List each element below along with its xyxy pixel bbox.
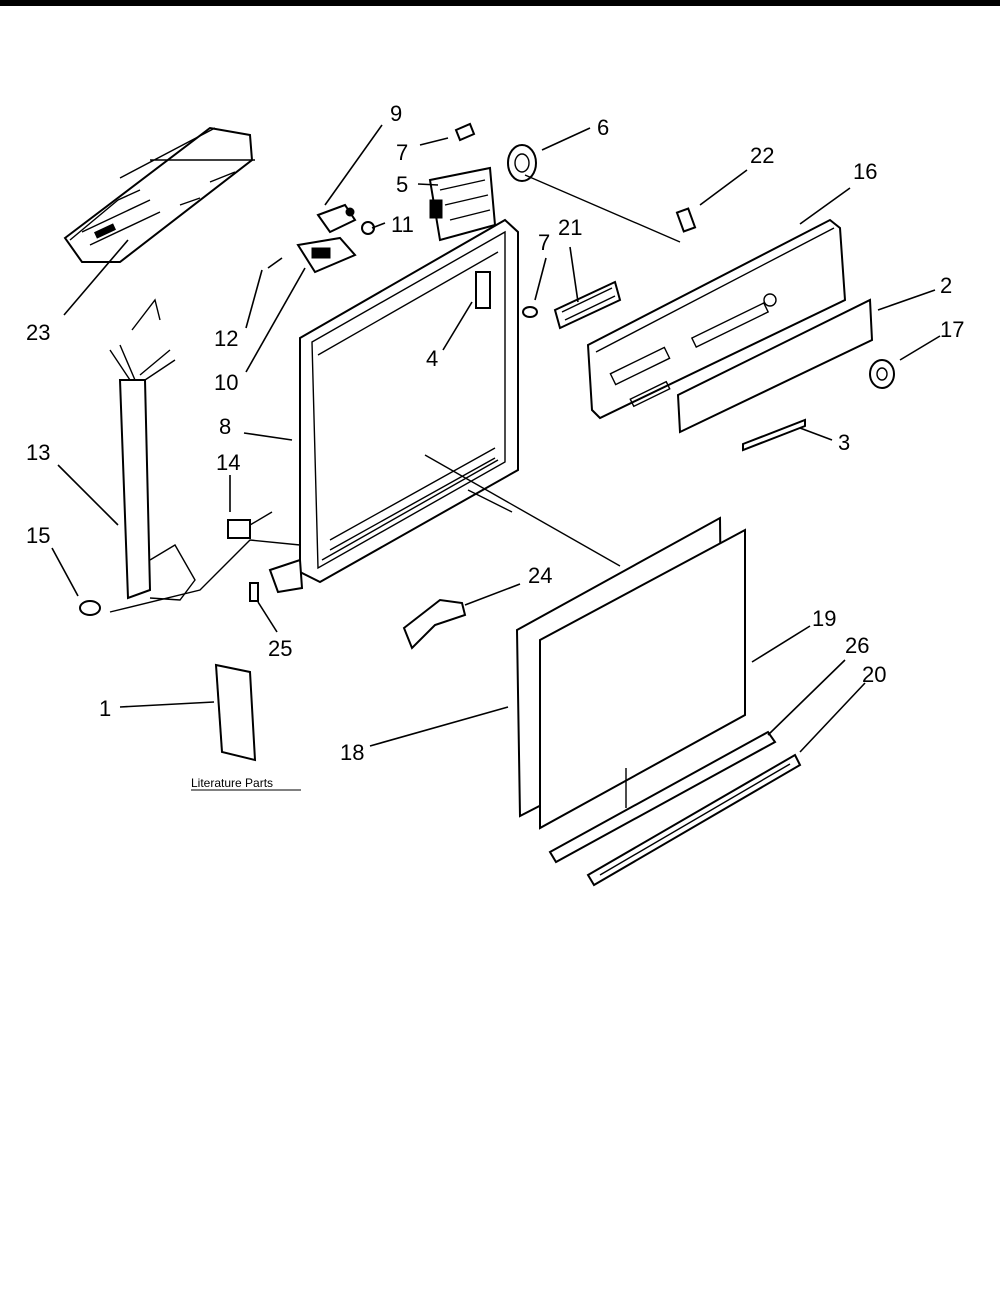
callout-8: 8 — [219, 414, 231, 439]
callout-11: 11 — [391, 212, 414, 237]
part-3-strip — [742, 418, 806, 452]
part-6-knob — [507, 144, 537, 182]
callout-9: 9 — [390, 101, 402, 126]
literature-parts-label: Literature Parts — [191, 776, 273, 790]
callout-1: 1 — [99, 696, 111, 721]
part-12-screw — [267, 257, 283, 269]
callout-22: 22 — [750, 143, 774, 168]
top-border — [0, 0, 1000, 6]
part-23-vent-assembly — [63, 126, 255, 263]
callout-10: 10 — [214, 370, 238, 395]
part-10-bracket — [296, 236, 357, 274]
part-13-wire-harness — [109, 298, 301, 613]
callout-25: 25 — [268, 636, 292, 661]
callout-7-mid: 7 — [538, 230, 550, 255]
part-14-switch — [227, 511, 273, 539]
callout-5: 5 — [396, 172, 408, 197]
callout-18: 18 — [340, 740, 364, 765]
callout-15: 15 — [26, 523, 50, 548]
part-7-screw-top — [454, 122, 476, 142]
part-21-module — [553, 280, 622, 330]
callout-19: 19 — [812, 606, 836, 631]
callout-3: 3 — [838, 430, 850, 455]
part-8-inner-door — [268, 218, 519, 594]
part-5-latch — [428, 166, 497, 242]
part-2-overlay — [676, 298, 874, 434]
part-15-clip — [79, 600, 101, 616]
part-25-screw — [249, 582, 259, 602]
callout-12: 12 — [214, 326, 238, 351]
callout-7-top: 7 — [396, 140, 408, 165]
part-24-handle — [402, 598, 467, 650]
callout-17: 17 — [940, 317, 964, 342]
callout-4: 4 — [426, 346, 438, 371]
callout-24: 24 — [528, 563, 552, 588]
part-16-control-panel — [586, 218, 847, 420]
callout-14: 14 — [216, 450, 240, 475]
part-9-hinge — [316, 203, 357, 234]
callout-23: 23 — [26, 320, 50, 345]
callout-16: 16 — [853, 159, 877, 184]
callout-6: 6 — [597, 115, 609, 140]
callout-13: 13 — [26, 440, 50, 465]
callout-2: 2 — [940, 273, 952, 298]
part-26-trim — [548, 730, 777, 864]
callout-26: 26 — [845, 633, 869, 658]
part-4-strike — [475, 271, 491, 309]
callout-21: 21 — [558, 215, 582, 240]
part-7-screw-mid — [522, 306, 538, 318]
part-17-knob — [869, 359, 895, 389]
part-19-panel — [539, 528, 746, 830]
callout-20: 20 — [862, 662, 886, 687]
part-22-label — [675, 207, 697, 233]
